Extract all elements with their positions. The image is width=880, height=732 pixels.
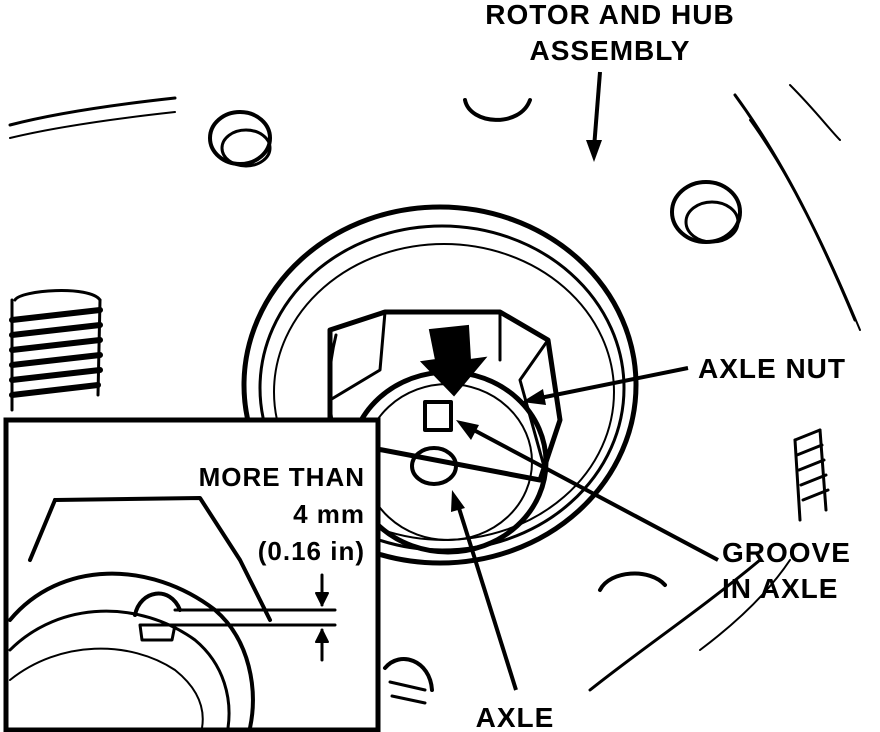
label-axle-nut: AXLE NUT [698, 353, 846, 384]
inset-label-line2: 4 mm [293, 499, 365, 529]
label-axle: AXLE [476, 702, 555, 732]
label-rotor-hub-line1: ROTOR AND HUB [485, 0, 734, 30]
inset-label-line1: MORE THAN [199, 462, 365, 492]
rotor-hub-artwork [8, 84, 861, 705]
label-groove-line1: GROOVE [722, 537, 851, 568]
staking-arrow [419, 324, 488, 397]
label-groove-line2: IN AXLE [722, 573, 838, 604]
label-rotor-hub-line2: ASSEMBLY [529, 35, 690, 66]
detail-inset: MORE THAN 4 mm (0.16 in) [3, 417, 381, 732]
inset-label-line3: (0.16 in) [258, 536, 365, 566]
callout-leaders [451, 71, 719, 691]
